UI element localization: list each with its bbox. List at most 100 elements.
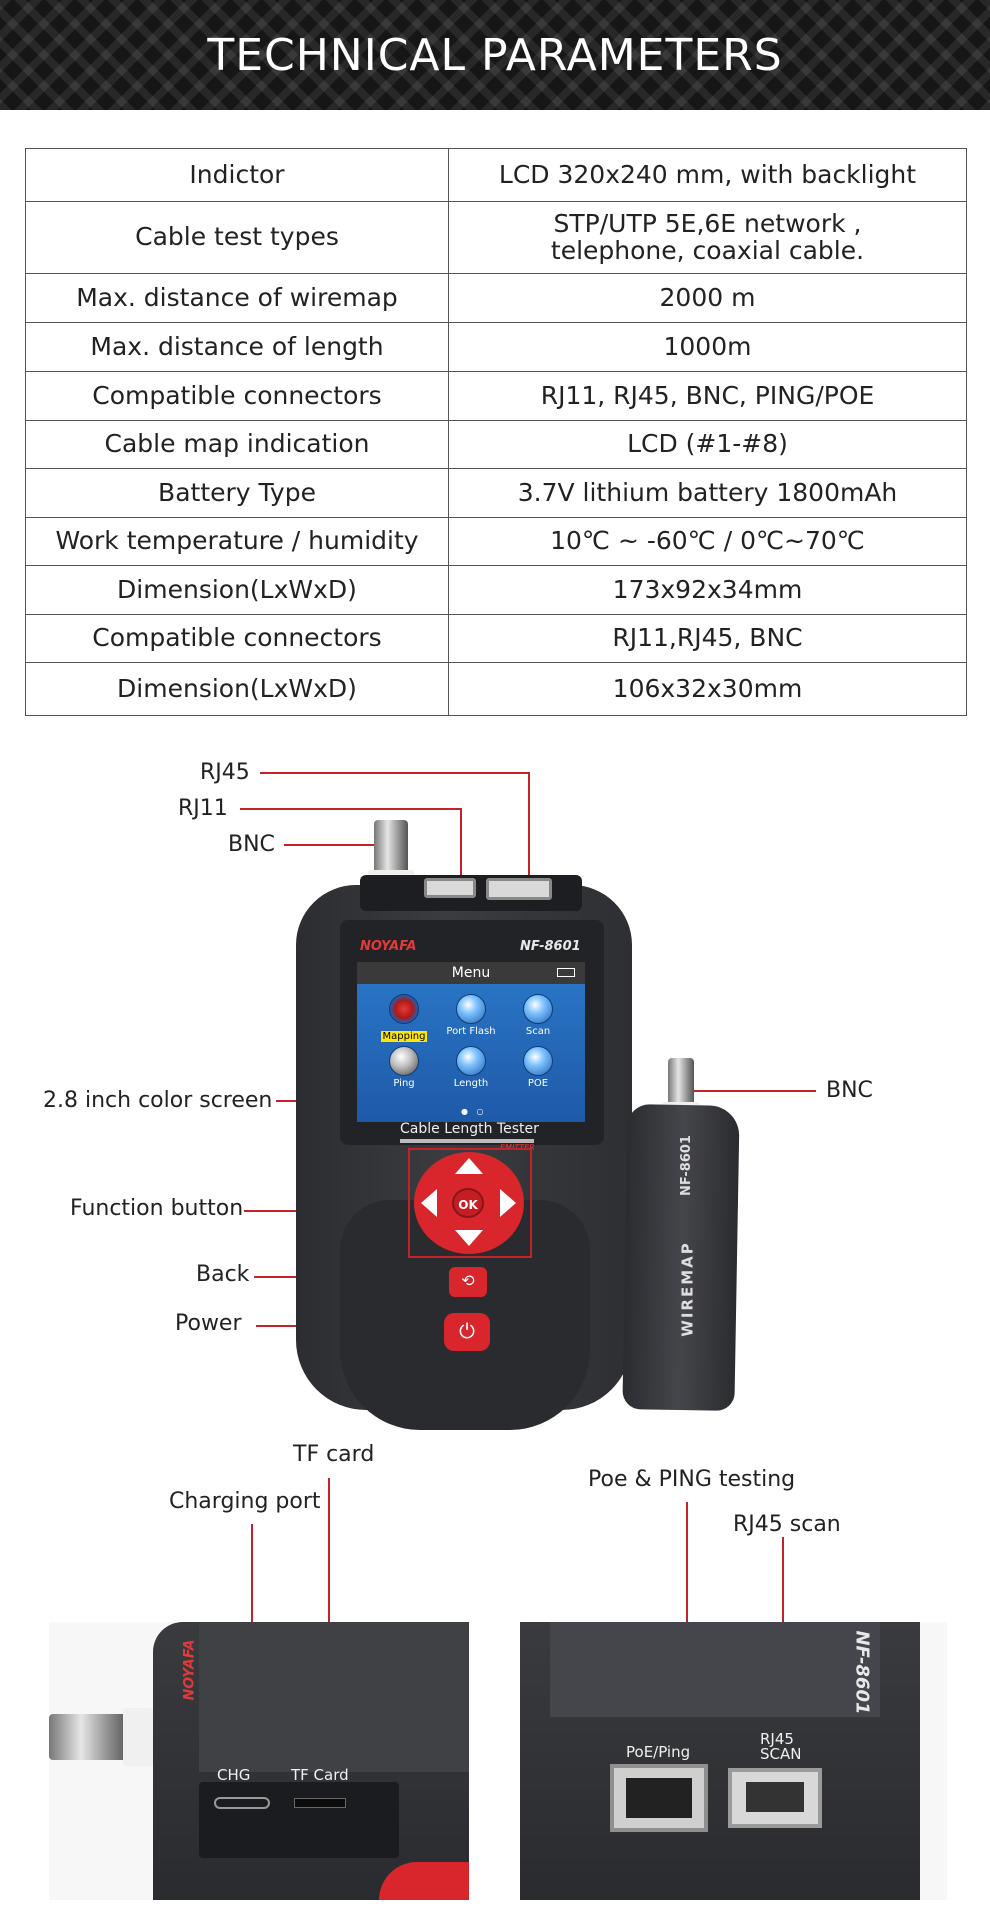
rj45-port	[486, 878, 552, 900]
callout-charging-port: Charging port	[169, 1489, 321, 1514]
side-port-photo: NOYAFA CHG TF Card	[49, 1622, 469, 1900]
table-row: Work temperature / humidity 10℃ ~ -60℃ /…	[25, 517, 967, 566]
emitter-label: EMITTER	[500, 1143, 535, 1152]
app-ping: Ping	[371, 1046, 437, 1089]
spec-value: 3.7V lithium battery 1800mAh	[448, 468, 967, 518]
spec-value: 10℃ ~ -60℃ / 0℃~70℃	[448, 517, 967, 566]
power-button[interactable]: ⏻	[444, 1313, 490, 1351]
arrow-up-icon[interactable]	[455, 1158, 483, 1174]
callout-rj45: RJ45	[200, 760, 250, 785]
poe-icon	[523, 1046, 553, 1076]
spec-value: LCD 320x240 mm, with backlight	[448, 148, 967, 202]
screen-area	[550, 1622, 880, 1717]
power-icon: ⏻	[459, 1319, 475, 1343]
app-label: Scan	[525, 1026, 551, 1037]
callout-bnc-remote: BNC	[826, 1078, 873, 1103]
spec-label: Cable map indication	[25, 420, 449, 469]
brand-logo: NOYAFA	[360, 939, 417, 954]
usb-port	[214, 1797, 270, 1809]
screen-title-bar: Menu	[357, 962, 585, 984]
top-port-photo: NF-8601 PoE/Ping RJ45 SCAN	[520, 1622, 947, 1900]
callout-tf-card: TF card	[293, 1442, 375, 1467]
callout-power: Power	[175, 1311, 242, 1336]
spec-label: Max. distance of length	[25, 322, 449, 372]
remote-model-label: NF-8601	[678, 1135, 694, 1196]
table-row: Dimension(LxWxD) 173x92x34mm	[25, 565, 967, 615]
spec-value: RJ11, RJ45, BNC, PING/POE	[448, 371, 967, 421]
app-label: Length	[453, 1078, 489, 1089]
side-model-label: NF-8601	[851, 1630, 873, 1715]
rj11-port	[424, 878, 476, 898]
remote-wiremap-label: WIREMAP	[678, 1241, 697, 1337]
back-button[interactable]: ⟲	[449, 1267, 487, 1297]
screen-area	[199, 1622, 469, 1772]
app-poe: POE	[505, 1046, 571, 1089]
product-strip-title: Cable Length Tester	[400, 1121, 539, 1137]
model-label: NF-8601	[520, 939, 581, 954]
arrow-right-icon[interactable]	[500, 1189, 516, 1217]
leader-line	[240, 808, 462, 810]
spec-value: 2000 m	[448, 273, 967, 323]
table-row: Indictor LCD 320x240 mm, with backlight	[25, 148, 967, 202]
ping-icon	[389, 1046, 419, 1076]
tf-card-slot	[294, 1798, 346, 1808]
table-row: Cable test types STP/UTP 5E,6E network ,…	[25, 201, 967, 274]
leader-line	[460, 808, 462, 902]
red-accent	[379, 1862, 469, 1900]
table-row: Dimension(LxWxD) 106x32x30mm	[25, 662, 967, 716]
remote-bnc-connector	[668, 1058, 694, 1110]
ok-button[interactable]: OK	[452, 1188, 484, 1218]
spec-label: Dimension(LxWxD)	[25, 662, 449, 716]
port-flash-icon	[456, 994, 486, 1024]
page-dots: ● ○	[461, 1107, 487, 1116]
spec-label: Work temperature / humidity	[25, 517, 449, 566]
rj45-port-label: RJ45	[760, 1730, 794, 1748]
function-button-frame	[408, 1148, 532, 1258]
screen-title: Menu	[451, 965, 491, 981]
table-row: Compatible connectors RJ11,RJ45, BNC	[25, 614, 967, 663]
leader-line	[528, 772, 530, 902]
spec-value: LCD (#1-#8)	[448, 420, 967, 469]
length-icon	[456, 1046, 486, 1076]
header-banner: TECHNICAL PARAMETERS	[0, 0, 990, 110]
arrow-left-icon[interactable]	[421, 1189, 437, 1217]
spec-value: STP/UTP 5E,6E network , telephone, coaxi…	[448, 201, 967, 274]
spec-label: Compatible connectors	[25, 371, 449, 421]
app-label: Mapping	[380, 1031, 428, 1042]
app-port-flash: Port Flash	[438, 994, 504, 1037]
spec-label: Cable test types	[25, 201, 449, 274]
table-row: Compatible connectors RJ11, RJ45, BNC, P…	[25, 371, 967, 421]
table-row: Max. distance of length 1000m	[25, 322, 967, 372]
spec-label: Battery Type	[25, 468, 449, 518]
callout-screen: 2.8 inch color screen	[43, 1088, 273, 1113]
app-label: Port Flash	[446, 1026, 496, 1037]
app-scan: Scan	[505, 994, 571, 1037]
table-row: Max. distance of wiremap 2000 m	[25, 273, 967, 323]
callout-poe-ping: Poe & PING testing	[588, 1467, 796, 1492]
scan-icon	[523, 994, 553, 1024]
app-length: Length	[438, 1046, 504, 1089]
app-mapping: Mapping	[371, 994, 437, 1043]
callout-rj45-scan: RJ45 scan	[733, 1512, 841, 1537]
app-label: Ping	[393, 1078, 415, 1089]
strip-underline	[400, 1139, 534, 1143]
callout-bnc: BNC	[228, 832, 275, 857]
leader-line	[284, 844, 374, 846]
app-label: POE	[527, 1078, 549, 1089]
table-row: Battery Type 3.7V lithium battery 1800mA…	[25, 468, 967, 518]
leader-line	[260, 772, 530, 774]
page-title: TECHNICAL PARAMETERS	[207, 29, 783, 81]
poe-ping-port-label: PoE/Ping	[626, 1743, 691, 1761]
spec-label: Dimension(LxWxD)	[25, 565, 449, 615]
spec-table: Indictor LCD 320x240 mm, with backlight …	[25, 148, 967, 716]
arrow-down-icon[interactable]	[455, 1230, 483, 1246]
brand-logo-side: NOYAFA	[181, 1639, 198, 1701]
spec-label: Max. distance of wiremap	[25, 273, 449, 323]
table-row: Cable map indication LCD (#1-#8)	[25, 420, 967, 469]
port-panel	[199, 1782, 399, 1858]
spec-value: RJ11,RJ45, BNC	[448, 614, 967, 663]
spec-value: 173x92x34mm	[448, 565, 967, 615]
leader-line	[690, 1090, 816, 1092]
bnc-connector-side	[49, 1714, 129, 1760]
battery-icon	[557, 968, 575, 977]
